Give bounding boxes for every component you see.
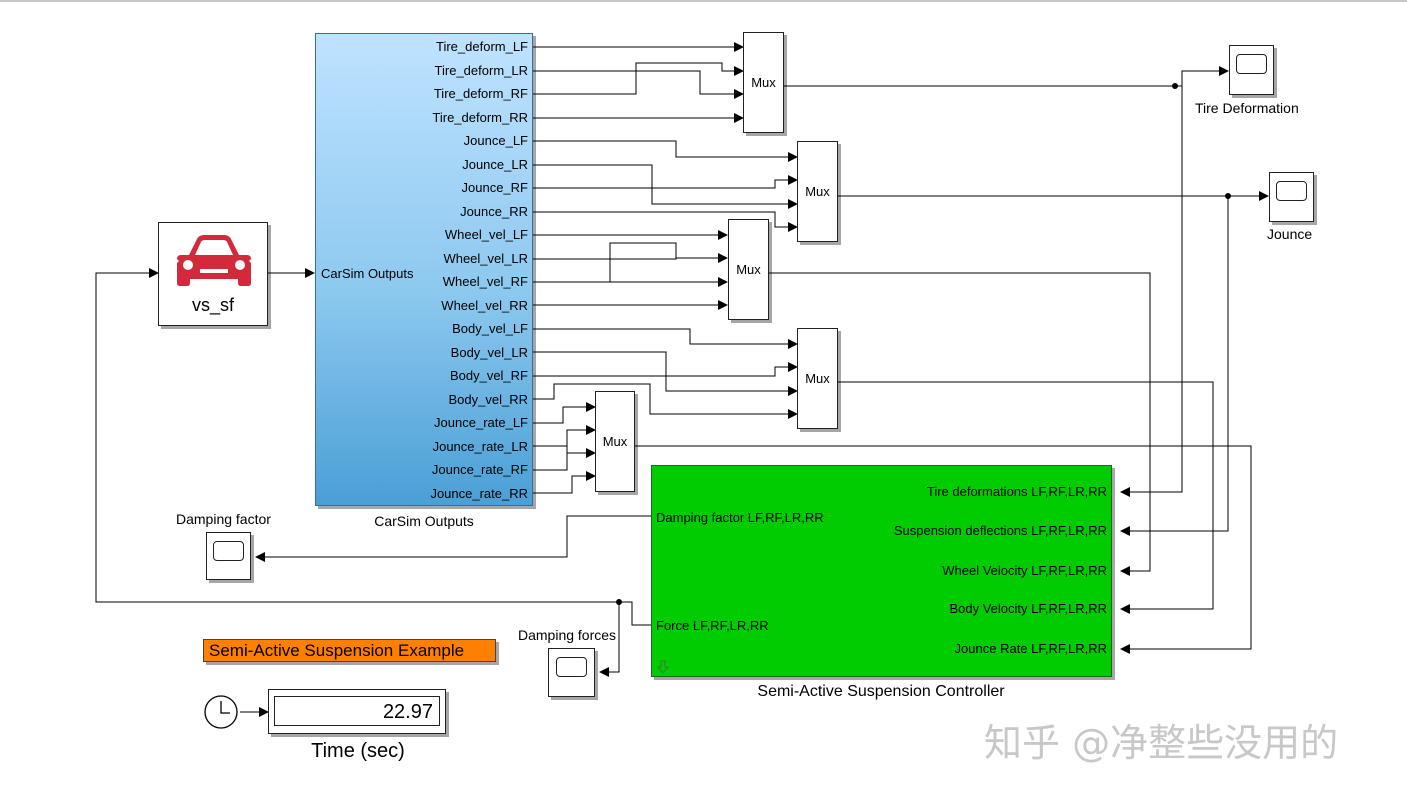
top-border xyxy=(0,0,1407,2)
carsim-port-label: Jounce_rate_RF xyxy=(431,462,528,477)
carsim-port-label: Tire_deform_RR xyxy=(432,109,528,125)
time-display-screen: 22.97 xyxy=(274,696,440,726)
carsim-port-label: Jounce_LR xyxy=(462,156,528,172)
controller-input-label: Body Velocity LF,RF,LR,RR xyxy=(949,601,1107,616)
carsim-port-label: Body_vel_RR xyxy=(448,391,529,407)
vs-sf-label: vs_sf xyxy=(191,295,234,315)
carsim-port-label: Jounce_LF xyxy=(463,133,528,148)
mux-label: Mux xyxy=(736,262,761,277)
carsim-port-label: Tire_deform_LR xyxy=(434,62,528,78)
carsim-port-label: Wheel_vel_RF xyxy=(442,274,528,289)
carsim-port-label: Jounce_RR xyxy=(460,203,528,219)
link-arrow-icon xyxy=(656,660,670,674)
carsim-outputs-caption: CarSim Outputs xyxy=(374,513,474,529)
mux-label: Mux xyxy=(751,75,776,90)
mux-label: Mux xyxy=(602,434,628,449)
watermark: 知乎 @净整些没用的 xyxy=(984,721,1339,765)
mux-tire-deform[interactable]: Mux xyxy=(743,32,784,133)
controller-damping-output: Damping factor LF,RF,LR,RR xyxy=(656,510,824,525)
jounce-scope[interactable] xyxy=(1269,172,1314,222)
carsim-port-label: Wheel_vel_LR xyxy=(443,250,528,266)
mux-jounce[interactable]: Mux xyxy=(797,141,838,242)
carsim-port-label: Body_vel_LR xyxy=(450,344,528,360)
controller-input-label: Wheel Velocity LF,RF,LR,RR xyxy=(942,563,1107,578)
time-caption: Time (sec) xyxy=(311,740,405,762)
carsim-outputs-block[interactable]: CarSim Outputs Tire_deform_LF Tire_deform… xyxy=(315,33,533,506)
carsim-port-label: Wheel_vel_LF xyxy=(444,227,528,242)
scope-screen-icon xyxy=(556,657,587,677)
carsim-port-label: Jounce_rate_LF xyxy=(434,415,528,430)
carsim-port-label: Wheel_vel_RR xyxy=(441,297,528,313)
controller-input-label: Suspension deflections LF,RF,LR,RR xyxy=(893,523,1107,538)
scope-screen-icon xyxy=(1236,54,1267,74)
controller-caption: Semi-Active Suspension Controller xyxy=(757,683,1005,700)
damping-factor-scope[interactable] xyxy=(206,532,251,580)
car-icon xyxy=(177,235,251,286)
carsim-port-label: Tire_deform_LF xyxy=(436,39,528,54)
damping-forces-scope[interactable] xyxy=(548,648,595,697)
time-display-block[interactable]: 22.97 xyxy=(268,689,446,734)
scope-screen-icon xyxy=(213,541,244,561)
controller-input-label: Jounce Rate LF,RF,LR,RR xyxy=(954,641,1107,656)
damping-factor-label: Damping factor xyxy=(176,511,271,527)
mux-label: Mux xyxy=(805,184,830,199)
tire-deformation-label: Tire Deformation xyxy=(1195,100,1299,116)
mux-wheel-vel[interactable]: Mux xyxy=(728,219,769,320)
tire-deformation-scope[interactable] xyxy=(1229,45,1274,95)
carsim-port-label: Jounce_rate_LR xyxy=(432,438,528,454)
mux-body-vel[interactable]: Mux xyxy=(797,328,838,429)
carsim-input-label: CarSim Outputs xyxy=(321,266,414,281)
mux-jounce-rate[interactable]: Mux xyxy=(595,391,635,492)
carsim-port-label: Tire_deform_RF xyxy=(433,86,528,101)
carsim-port-label: Body_vel_LF xyxy=(452,321,528,336)
time-display-value: 22.97 xyxy=(382,701,433,723)
title-badge-text: Semi-Active Suspension Example xyxy=(209,641,465,660)
carsim-port-label: Body_vel_RF xyxy=(449,368,528,383)
controller-input-label: Tire deformations LF,RF,LR,RR xyxy=(926,484,1107,499)
carsim-port-label: Jounce_RF xyxy=(461,180,528,195)
jounce-label: Jounce xyxy=(1267,226,1313,242)
damping-forces-label: Damping forces xyxy=(518,627,617,643)
carsim-port-label: Jounce_rate_RR xyxy=(430,485,528,501)
vs-sf-block[interactable]: vs_sf xyxy=(158,222,268,326)
title-badge: Semi-Active Suspension Example xyxy=(203,639,496,662)
controller-force-output: Force LF,RF,LR,RR xyxy=(656,618,769,633)
scope-screen-icon xyxy=(1276,181,1307,201)
controller-block[interactable]: Damping factor LF,RF,LR,RR Force LF,RF,L… xyxy=(651,465,1112,677)
clock-icon[interactable] xyxy=(203,694,239,730)
mux-label: Mux xyxy=(805,371,830,386)
